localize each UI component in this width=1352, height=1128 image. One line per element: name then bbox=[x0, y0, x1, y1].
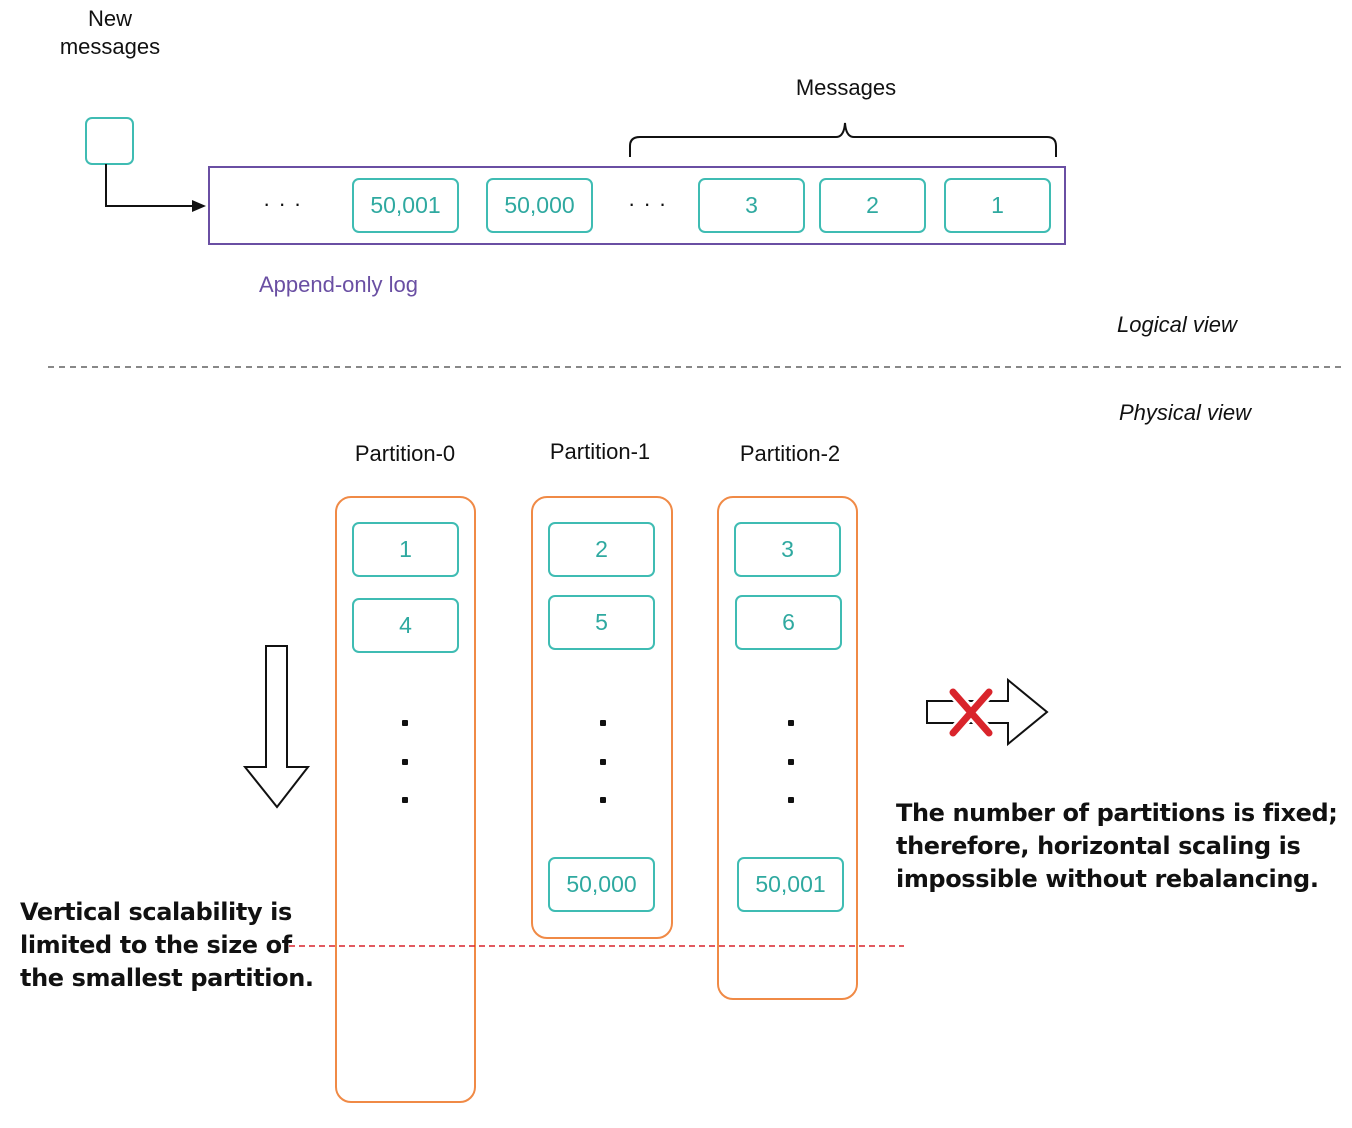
partition-2-message-6: 6 bbox=[735, 595, 842, 650]
log-ellipsis-middle: · · · bbox=[628, 191, 668, 216]
vertical-note-line-2: limited to the size of bbox=[20, 931, 292, 959]
partition-1-title: Partition-1 bbox=[549, 439, 651, 464]
partition-1-message-2: 2 bbox=[548, 522, 655, 577]
horizontal-note-line-3: impossible without rebalancing. bbox=[896, 865, 1319, 893]
partition-0-dot bbox=[402, 759, 408, 765]
partition-1-message-50000: 50,000 bbox=[548, 857, 655, 912]
messages-brace bbox=[629, 122, 1057, 157]
partition-1-dot bbox=[600, 759, 606, 765]
log-ellipsis-left: · · · bbox=[263, 191, 303, 216]
append-only-log-label: Append-only log bbox=[259, 272, 419, 297]
partition-0-dot bbox=[402, 797, 408, 803]
logical-view-label: Logical view bbox=[1117, 312, 1237, 337]
partition-0-message-4: 4 bbox=[352, 598, 459, 653]
vertical-arrow bbox=[242, 645, 311, 809]
log-message-50000: 50,000 bbox=[486, 178, 593, 233]
log-message-2: 2 bbox=[819, 178, 926, 233]
horizontal-scaling-note: The number of partitions is fixed; there… bbox=[896, 797, 1338, 896]
partition-2-title: Partition-2 bbox=[739, 441, 841, 466]
horizontal-arrow bbox=[926, 677, 1049, 747]
partition-0-title: Partition-0 bbox=[354, 441, 456, 466]
new-messages-label: New messages bbox=[59, 6, 161, 59]
physical-view-label: Physical view bbox=[1119, 400, 1252, 425]
partition-2-dot bbox=[788, 720, 794, 726]
incoming-arrowhead bbox=[192, 200, 206, 212]
partition-1-dot bbox=[600, 720, 606, 726]
partition-2-dot bbox=[788, 759, 794, 765]
partition-0-dot bbox=[402, 720, 408, 726]
log-message-1: 1 bbox=[944, 178, 1051, 233]
partition-2 bbox=[717, 496, 858, 1000]
partition-0-message-1: 1 bbox=[352, 522, 459, 577]
partition-1-message-5: 5 bbox=[548, 595, 655, 650]
vertical-note-line-1: Vertical scalability is bbox=[20, 898, 292, 926]
partition-2-message-3: 3 bbox=[734, 522, 841, 577]
horizontal-note-line-1: The number of partitions is fixed; bbox=[896, 799, 1338, 827]
cross-icon bbox=[947, 686, 995, 739]
partition-2-dot bbox=[788, 797, 794, 803]
vertical-scalability-note: Vertical scalability is limited to the s… bbox=[20, 896, 314, 995]
partition-2-message-50001: 50,001 bbox=[737, 857, 844, 912]
incoming-arrow bbox=[105, 164, 196, 207]
log-message-50001: 50,001 bbox=[352, 178, 459, 233]
messages-label: Messages bbox=[795, 75, 897, 100]
horizontal-note-line-2: therefore, horizontal scaling is bbox=[896, 832, 1301, 860]
log-message-3: 3 bbox=[698, 178, 805, 233]
vertical-note-line-3: the smallest partition. bbox=[20, 964, 314, 992]
append-only-log-box bbox=[208, 166, 1066, 245]
partition-1-dot bbox=[600, 797, 606, 803]
new-message-box bbox=[85, 117, 134, 165]
